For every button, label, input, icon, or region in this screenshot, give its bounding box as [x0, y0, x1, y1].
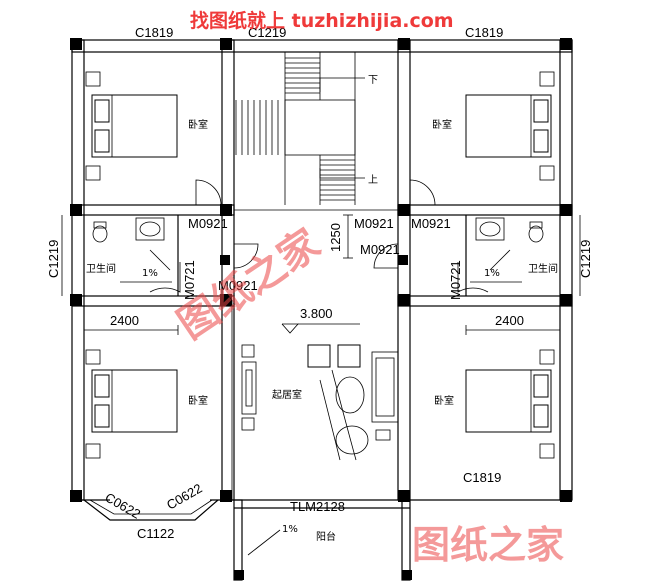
dim-1250: 1250 — [328, 223, 343, 252]
bathroom-left-fixtures — [92, 217, 172, 283]
window-c1219-left: C1219 — [46, 240, 61, 278]
dim-2400-right: 2400 — [495, 313, 524, 328]
bed-bottom-left — [85, 349, 178, 459]
watermark-banner: 找图纸就上 tuzhizhijia.com — [190, 9, 454, 32]
door-m0921-c: M0921 — [411, 216, 451, 231]
window-c1122: C1122 — [137, 526, 174, 541]
bed-top-right — [465, 71, 555, 181]
door-swings — [149, 179, 489, 293]
dim-2400-left: 2400 — [110, 313, 139, 328]
door-m0921-a: M0921 — [188, 216, 228, 231]
bathroom-right-fixtures — [470, 217, 544, 283]
door-m0721-left: M0721 — [182, 260, 197, 300]
window-c1219-right: C1219 — [578, 240, 593, 278]
living-room-label: 起居室 — [272, 388, 302, 401]
window-c1819-bottom-right: C1819 — [463, 470, 501, 485]
stair-up-label: 上 — [368, 174, 378, 186]
elevation-value: 3.800 — [300, 306, 333, 321]
bedroom-top-right-label: 卧室 — [432, 118, 452, 131]
door-m0721-right: M0721 — [448, 260, 463, 300]
slope-balcony: 1% — [282, 524, 298, 535]
door-m0921-e: M0921 — [218, 278, 258, 293]
window-c1819-top-right: C1819 — [465, 25, 503, 40]
window-c1819-top-left: C1819 — [135, 25, 173, 40]
bed-bottom-right — [465, 349, 555, 459]
slope-right: 1% — [484, 268, 500, 279]
bathroom-right-label: 卫生间 — [528, 262, 558, 275]
bedroom-top-left-label: 卧室 — [188, 118, 208, 131]
bathroom-left-label: 卫生间 — [86, 262, 116, 275]
window-c0622-left: C0622 — [103, 490, 144, 522]
door-tlm2128: TLM2128 — [290, 499, 345, 514]
watermark-stamp-bottom: 图纸之家 — [412, 523, 564, 567]
living-furniture — [241, 344, 399, 461]
balcony-label: 阳台 — [316, 530, 336, 543]
slope-left: 1% — [142, 268, 158, 279]
dimension-lines — [61, 214, 581, 335]
stair-down-label: 下 — [368, 75, 378, 86]
window-c1219-top-center: C1219 — [248, 25, 286, 40]
door-m0921-d: M0921 — [360, 242, 400, 257]
bedroom-bottom-right-label: 卧室 — [434, 394, 454, 407]
bedroom-bottom-left-label: 卧室 — [188, 394, 208, 407]
bed-top-left — [85, 71, 178, 181]
columns — [70, 38, 572, 580]
stairs — [235, 52, 365, 205]
window-c0622-right: C0622 — [164, 480, 205, 512]
slope-arrows — [149, 249, 511, 556]
elevation-marker — [281, 323, 360, 334]
door-m0921-b: M0921 — [354, 216, 394, 231]
